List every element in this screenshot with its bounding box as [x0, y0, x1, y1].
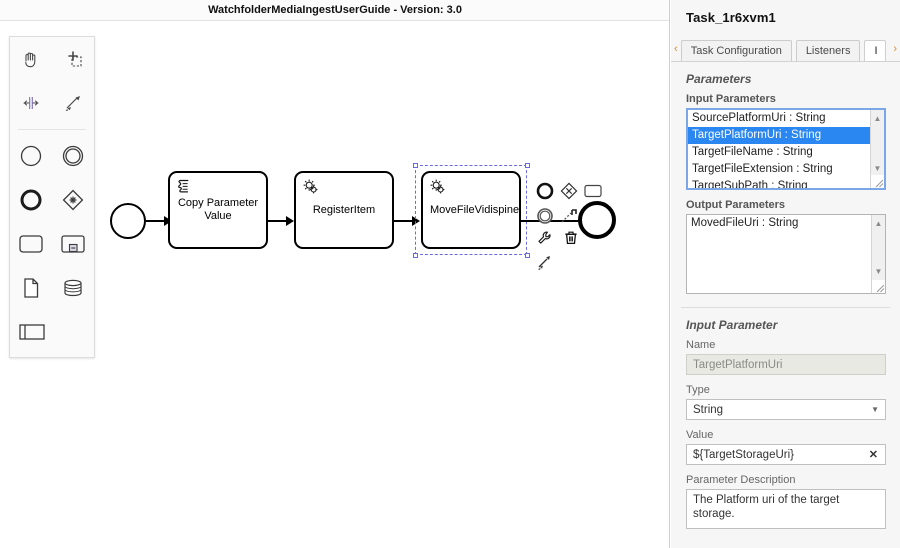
selection-handle-br[interactable]	[525, 253, 530, 258]
chevron-down-icon[interactable]: ▼	[871, 405, 879, 414]
connect-icon[interactable]	[534, 251, 556, 273]
selection-outline	[415, 165, 527, 255]
section-divider	[681, 307, 890, 308]
parameter-description-label: Parameter Description	[686, 474, 796, 486]
output-parameters-listbox[interactable]: MovedFileUri : String ▲ ▼	[686, 214, 886, 294]
tab-input-output[interactable]: I	[864, 40, 887, 61]
list-item[interactable]: SourcePlatformUri : String	[692, 112, 826, 124]
list-item[interactable]: TargetPlatformUri : String	[688, 127, 884, 144]
sequence-flow-2-arrow	[286, 216, 294, 226]
resize-grip-icon[interactable]	[872, 280, 885, 293]
properties-body: Parameters Input Parameters SourcePlatfo…	[671, 62, 900, 529]
listbox-scrollbar[interactable]: ▲ ▼	[870, 110, 884, 188]
tab-listeners[interactable]: Listeners	[795, 40, 861, 61]
task-copy-parameter-value-label: Copy Parameter Value	[177, 197, 259, 222]
task-icon[interactable]	[10, 222, 52, 266]
task-register-item-label: RegisterItem	[312, 203, 376, 216]
sequence-flow-3-arrow	[412, 216, 420, 226]
connect-tool-icon[interactable]	[52, 81, 94, 125]
palette-divider	[18, 129, 86, 130]
listbox-scrollbar[interactable]: ▲ ▼	[871, 215, 885, 293]
append-task-icon[interactable]	[582, 180, 604, 202]
append-intermediate-event-icon[interactable]	[534, 205, 556, 227]
list-item[interactable]: TargetFileExtension : String	[692, 163, 833, 175]
data-store-icon[interactable]	[52, 266, 94, 310]
selection-handle-tl[interactable]	[413, 163, 418, 168]
name-field: TargetPlatformUri	[686, 354, 886, 375]
parameters-heading: Parameters	[686, 72, 752, 86]
tab-task-configuration[interactable]: Task Configuration	[680, 40, 792, 61]
input-parameters-listbox[interactable]: SourcePlatformUri : String TargetPlatfor…	[686, 108, 886, 190]
context-pad[interactable]	[530, 161, 610, 271]
output-parameters-label: Output Parameters	[686, 199, 786, 211]
gateway-icon[interactable]	[52, 178, 94, 222]
parameter-description-field[interactable]: The Platform uri of the target storage.	[686, 489, 886, 529]
service-task-gear-icon	[302, 178, 320, 201]
selection-handle-tr[interactable]	[525, 163, 530, 168]
properties-panel: Task_1r6xvm1 ‹ Task Configuration Listen…	[671, 0, 900, 548]
task-register-item[interactable]: RegisterItem	[294, 171, 394, 249]
properties-tabbar[interactable]: ‹ Task Configuration Listeners I ›	[671, 36, 900, 62]
sequence-flow-2[interactable]	[268, 220, 288, 222]
service-task-gear-icon	[429, 178, 447, 201]
task-move-file-vidispine-label: MoveFileVidispine	[430, 203, 520, 216]
palette-tools-group	[10, 37, 94, 125]
data-object-icon[interactable]	[10, 266, 52, 310]
tab-scroll-left-icon[interactable]: ‹	[671, 36, 681, 61]
script-task-icon	[176, 178, 193, 200]
append-end-event-icon[interactable]	[534, 180, 556, 202]
space-tool-icon[interactable]	[10, 81, 52, 125]
type-label: Type	[686, 384, 710, 396]
wrench-icon[interactable]	[534, 227, 556, 249]
delete-icon[interactable]	[560, 227, 582, 249]
diagram-title: WatchfolderMediaIngestUserGuide - Versio…	[0, 0, 669, 21]
start-event[interactable]	[110, 203, 146, 244]
scroll-down-icon[interactable]: ▼	[873, 163, 882, 173]
start-event-icon[interactable]	[10, 134, 52, 178]
sequence-flow-1[interactable]	[146, 220, 166, 222]
lasso-tool-icon[interactable]	[52, 37, 94, 81]
resize-grip-icon[interactable]	[871, 175, 884, 188]
selection-handle-bl[interactable]	[413, 253, 418, 258]
append-gateway-icon[interactable]	[558, 180, 580, 202]
intermediate-event-icon[interactable]	[52, 134, 94, 178]
scroll-down-icon[interactable]: ▼	[874, 266, 883, 276]
list-item[interactable]: MovedFileUri : String	[691, 217, 799, 229]
list-item[interactable]: TargetFileName : String	[692, 146, 813, 158]
list-item[interactable]: TargetSubPath : String	[692, 180, 808, 190]
input-parameters-label: Input Parameters	[686, 93, 776, 105]
bpmn-palette[interactable]	[9, 36, 95, 358]
append-text-annotation-icon[interactable]	[558, 205, 580, 227]
scroll-up-icon[interactable]: ▲	[874, 218, 883, 228]
input-parameter-heading: Input Parameter	[686, 318, 778, 332]
diagram-canvas[interactable]: WatchfolderMediaIngestUserGuide - Versio…	[0, 0, 670, 548]
sequence-flow-3[interactable]	[394, 220, 414, 222]
participant-icon[interactable]	[10, 310, 53, 354]
tab-scroll-right-icon[interactable]: ›	[890, 36, 900, 61]
sequence-flow-4[interactable]	[521, 220, 581, 222]
type-select[interactable]: String ▼	[686, 399, 886, 420]
end-event[interactable]	[576, 199, 618, 246]
task-move-file-vidispine[interactable]: MoveFileVidispine	[421, 171, 521, 249]
palette-elements-group	[10, 134, 94, 354]
value-label: Value	[686, 429, 714, 441]
hand-tool-icon[interactable]	[10, 37, 52, 81]
value-field[interactable]: ${TargetStorageUri} ✕	[686, 444, 886, 465]
page-title: Task_1r6xvm1	[686, 10, 776, 25]
clear-icon[interactable]: ✕	[868, 449, 878, 461]
value-field-text: ${TargetStorageUri}	[693, 449, 795, 461]
bpmn-elements: Copy Parameter Value R	[0, 21, 669, 548]
end-event-icon[interactable]	[10, 178, 52, 222]
scroll-up-icon[interactable]: ▲	[873, 113, 882, 123]
task-copy-parameter-value[interactable]: Copy Parameter Value	[168, 171, 268, 249]
type-select-value: String	[693, 404, 724, 416]
subprocess-icon[interactable]	[52, 222, 94, 266]
name-label: Name	[686, 339, 716, 351]
